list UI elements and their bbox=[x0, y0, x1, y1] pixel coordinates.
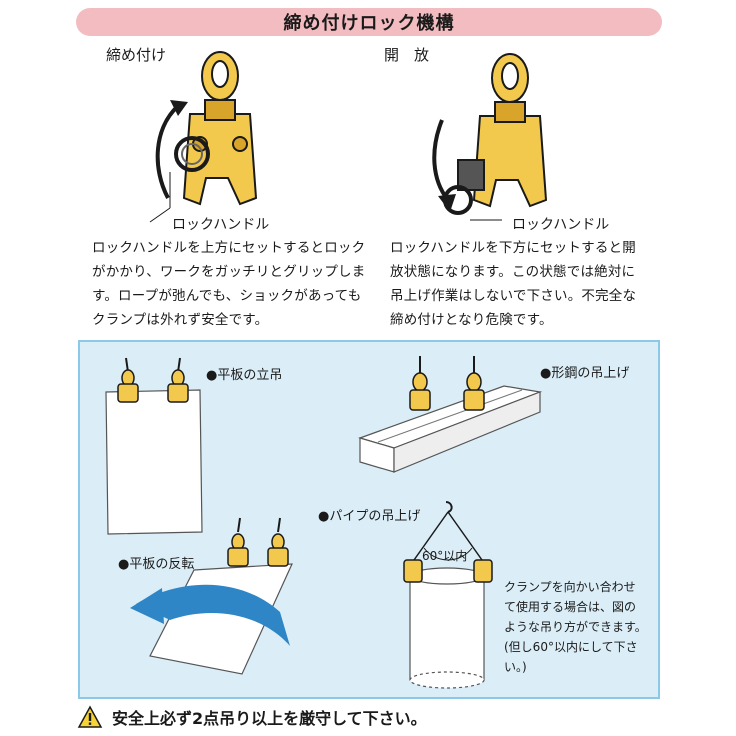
pipe-note: クランプを向かい合わせ て使用する場合は、図の ような吊り方ができます。 (但し… bbox=[504, 577, 654, 677]
section-steel-illustration bbox=[358, 356, 543, 473]
clamp-released-illustration bbox=[432, 53, 548, 221]
text-line: 放状態になります。この状態では絶対に bbox=[390, 264, 636, 280]
lock-label: 締め付け bbox=[106, 46, 167, 64]
plate-flip-illustration bbox=[130, 517, 293, 675]
pipe-lift-illustration bbox=[403, 501, 493, 689]
note-line: て使用する場合は、図の bbox=[504, 600, 637, 614]
text-line: ロックハンドルを上方にセットするとロック bbox=[92, 240, 366, 256]
safety-warning: 安全上必ず2点吊り以上を厳守して下さい。 bbox=[77, 703, 678, 731]
note-line: ような吊り方ができます。 bbox=[504, 620, 647, 634]
warning-text: 安全上必ず2点吊り以上を厳守して下さい。 bbox=[112, 709, 427, 728]
warning-icon bbox=[77, 705, 103, 728]
text-line: がかかり、ワークをガッチリとグリップしま bbox=[92, 264, 366, 280]
plate-vertical-label: ●平板の立吊 bbox=[206, 368, 283, 383]
section-title-bar: 締め付けロック機構 bbox=[76, 8, 662, 36]
text-line: クランプは外れず安全です。 bbox=[92, 312, 269, 328]
note-line: い。) bbox=[504, 660, 527, 674]
section-title: 締め付けロック機構 bbox=[283, 13, 455, 34]
angle-label: 60°以内 bbox=[422, 549, 468, 563]
release-description: ロックハンドルを下方にセットすると開 放状態になります。この状態では絶対に 吊上… bbox=[390, 236, 636, 332]
text-line: ロックハンドルを下方にセットすると開 bbox=[390, 240, 636, 256]
text-line: す。ロープが弛んでも、ショックがあっても bbox=[92, 288, 362, 304]
lock-handle-callout-left: ロックハンドル bbox=[172, 217, 270, 233]
text-line: 吊上げ作業はしないで下さい。不完全な bbox=[390, 288, 637, 304]
plate-vertical-illustration bbox=[105, 357, 203, 535]
text-line: 締め付けとなり危険です。 bbox=[390, 312, 553, 328]
clamp-locked-illustration bbox=[149, 51, 258, 223]
pipe-label: ●パイプの吊上げ bbox=[318, 509, 421, 524]
note-line: (但し60°以内にして下さ bbox=[504, 640, 638, 654]
lock-handle-callout-right: ロックハンドル bbox=[512, 217, 610, 233]
lock-description: ロックハンドルを上方にセットするとロック がかかり、ワークをガッチリとグリップし… bbox=[92, 236, 365, 332]
section-steel-label: ●形鋼の吊上げ bbox=[540, 366, 630, 381]
note-line: クランプを向かい合わせ bbox=[504, 580, 636, 594]
plate-flip-label: ●平板の反転 bbox=[118, 557, 195, 572]
release-label: 開 放 bbox=[384, 46, 430, 64]
